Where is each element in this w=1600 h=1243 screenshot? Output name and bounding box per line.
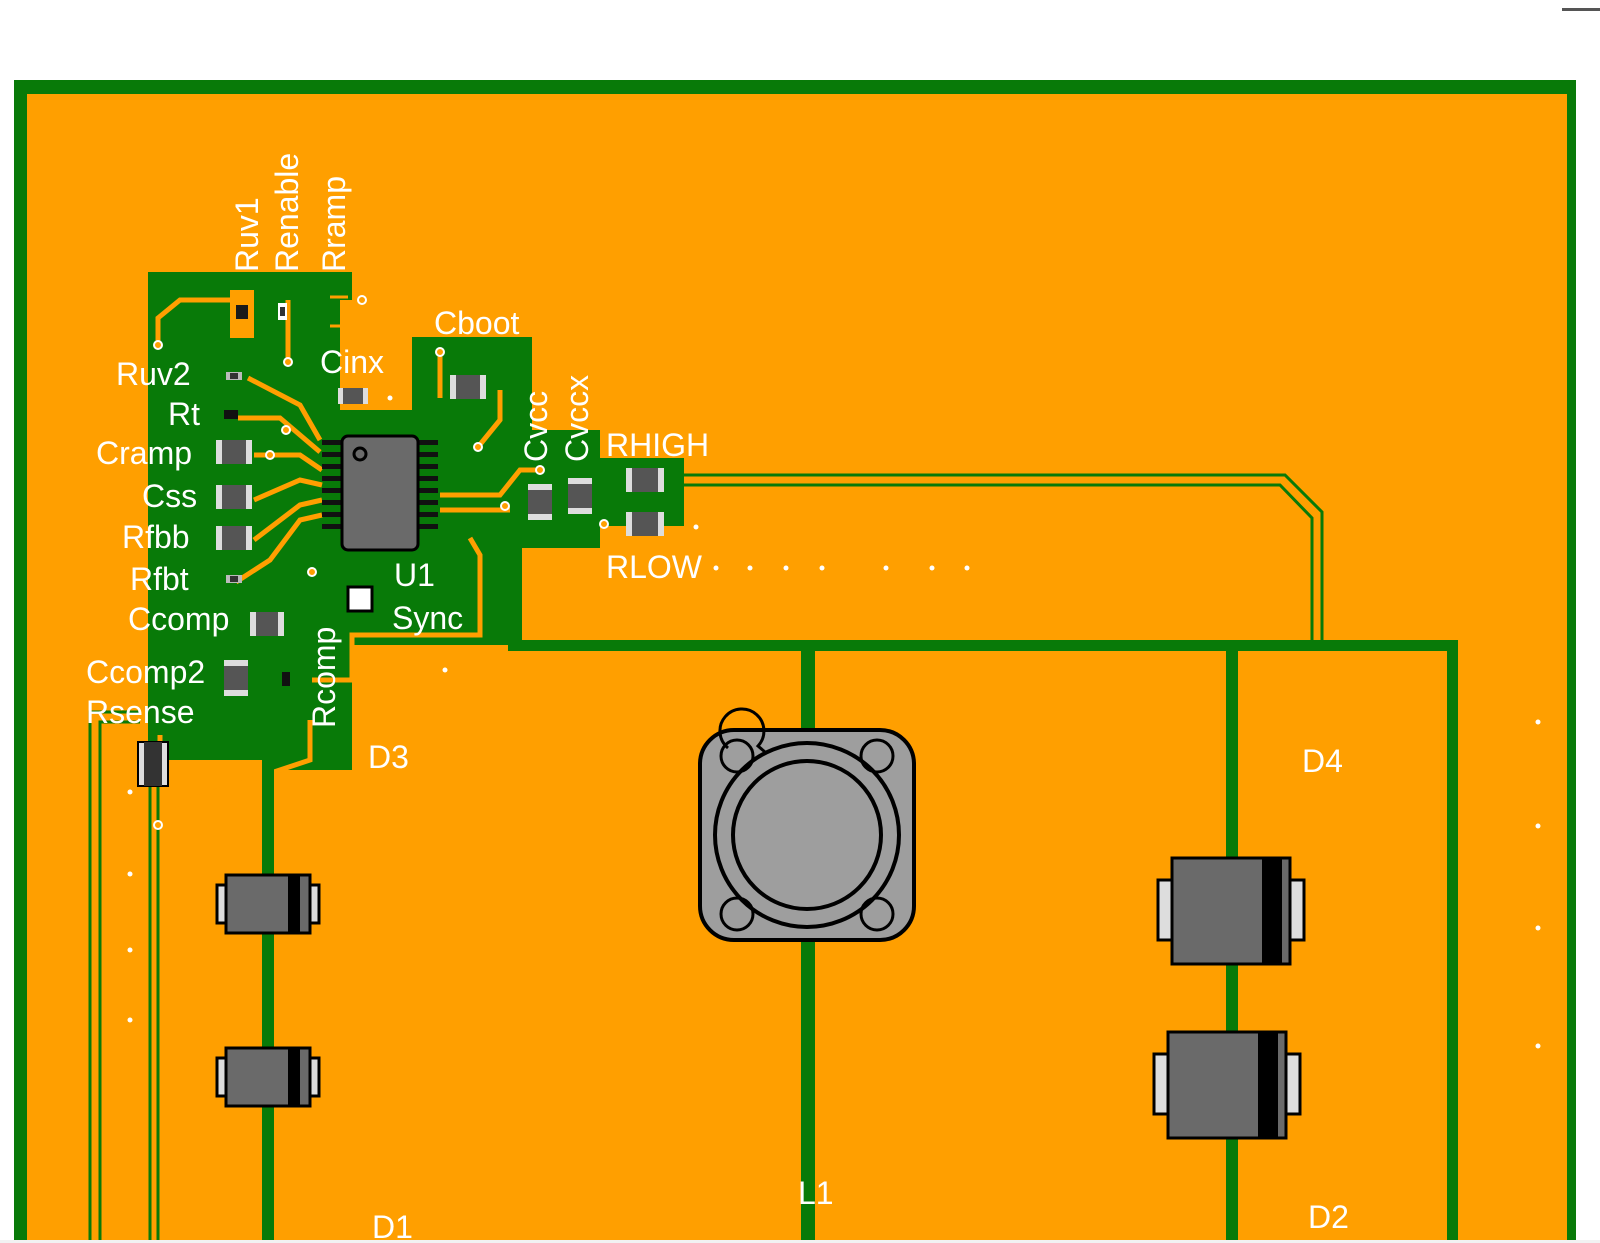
diode-d1[interactable] xyxy=(215,1046,321,1108)
smd-ruv1[interactable] xyxy=(230,290,254,338)
silkscreen-dots xyxy=(127,395,1541,1049)
label-cinx: Cinx xyxy=(320,344,384,380)
label-d2: D2 xyxy=(1308,1199,1349,1235)
smd-ruv2[interactable] xyxy=(226,372,242,380)
smd-rcomp[interactable] xyxy=(282,672,290,686)
window-edge-line xyxy=(1562,8,1600,11)
smd-ccomp[interactable] xyxy=(250,612,284,636)
smd-css[interactable] xyxy=(216,485,252,509)
label-rramp: Rramp xyxy=(316,176,352,272)
label-ruv2: Ruv2 xyxy=(116,356,191,392)
sense-trace-left xyxy=(88,710,160,1243)
ic-u1[interactable] xyxy=(322,434,438,552)
label-rt: Rt xyxy=(168,396,200,432)
smd-renable[interactable] xyxy=(278,303,287,320)
label-cvccx: Cvccx xyxy=(559,375,595,462)
label-cramp: Cramp xyxy=(96,435,192,471)
island-copper-traces xyxy=(155,297,540,814)
smd-rramp[interactable] xyxy=(330,295,348,328)
diode-d4[interactable] xyxy=(1156,856,1306,966)
label-ccomp: Ccomp xyxy=(128,601,229,637)
diode-d2[interactable] xyxy=(1152,1030,1302,1140)
label-ruv1: Ruv1 xyxy=(229,197,265,272)
smd-rfbb[interactable] xyxy=(216,526,252,550)
inductor-l1[interactable] xyxy=(698,707,916,942)
smd-rhigh[interactable] xyxy=(626,468,664,492)
label-d1: D1 xyxy=(372,1209,413,1243)
smd-rt[interactable] xyxy=(224,410,238,419)
label-d4: D4 xyxy=(1302,743,1343,779)
label-rhigh: RHIGH xyxy=(606,427,709,463)
label-ccomp2: Ccomp2 xyxy=(86,654,205,690)
smd-ccomp2[interactable] xyxy=(224,660,248,696)
label-u1: U1 xyxy=(394,557,435,593)
smd-cvccx[interactable] xyxy=(568,478,592,514)
label-rcomp: Rcomp xyxy=(306,627,342,728)
label-rsense: Rsense xyxy=(86,694,195,730)
label-css: Css xyxy=(142,478,197,514)
smd-rfbt[interactable] xyxy=(226,575,242,583)
vias xyxy=(153,295,609,830)
smd-cinx[interactable] xyxy=(338,388,368,404)
label-cboot: Cboot xyxy=(434,305,520,341)
label-rfbt: Rfbt xyxy=(130,561,189,597)
label-rfbb: Rfbb xyxy=(122,519,190,555)
diode-d3[interactable] xyxy=(215,873,321,935)
label-l1: L1 xyxy=(798,1175,834,1211)
smd-cvcc[interactable] xyxy=(528,484,552,520)
smd-cboot[interactable] xyxy=(450,375,486,399)
sync-pad[interactable] xyxy=(346,585,374,613)
label-rlow: RLOW xyxy=(606,549,703,585)
label-sync: Sync xyxy=(392,600,463,636)
label-cvcc: Cvcc xyxy=(518,391,554,462)
smd-rlow[interactable] xyxy=(626,512,664,536)
label-d3: D3 xyxy=(368,739,409,775)
label-renable: Renable xyxy=(269,153,305,272)
smd-rsense[interactable] xyxy=(137,741,169,787)
scroll-edge xyxy=(0,1240,1600,1243)
smd-cramp[interactable] xyxy=(216,440,252,464)
feedback-trace xyxy=(684,473,1324,640)
